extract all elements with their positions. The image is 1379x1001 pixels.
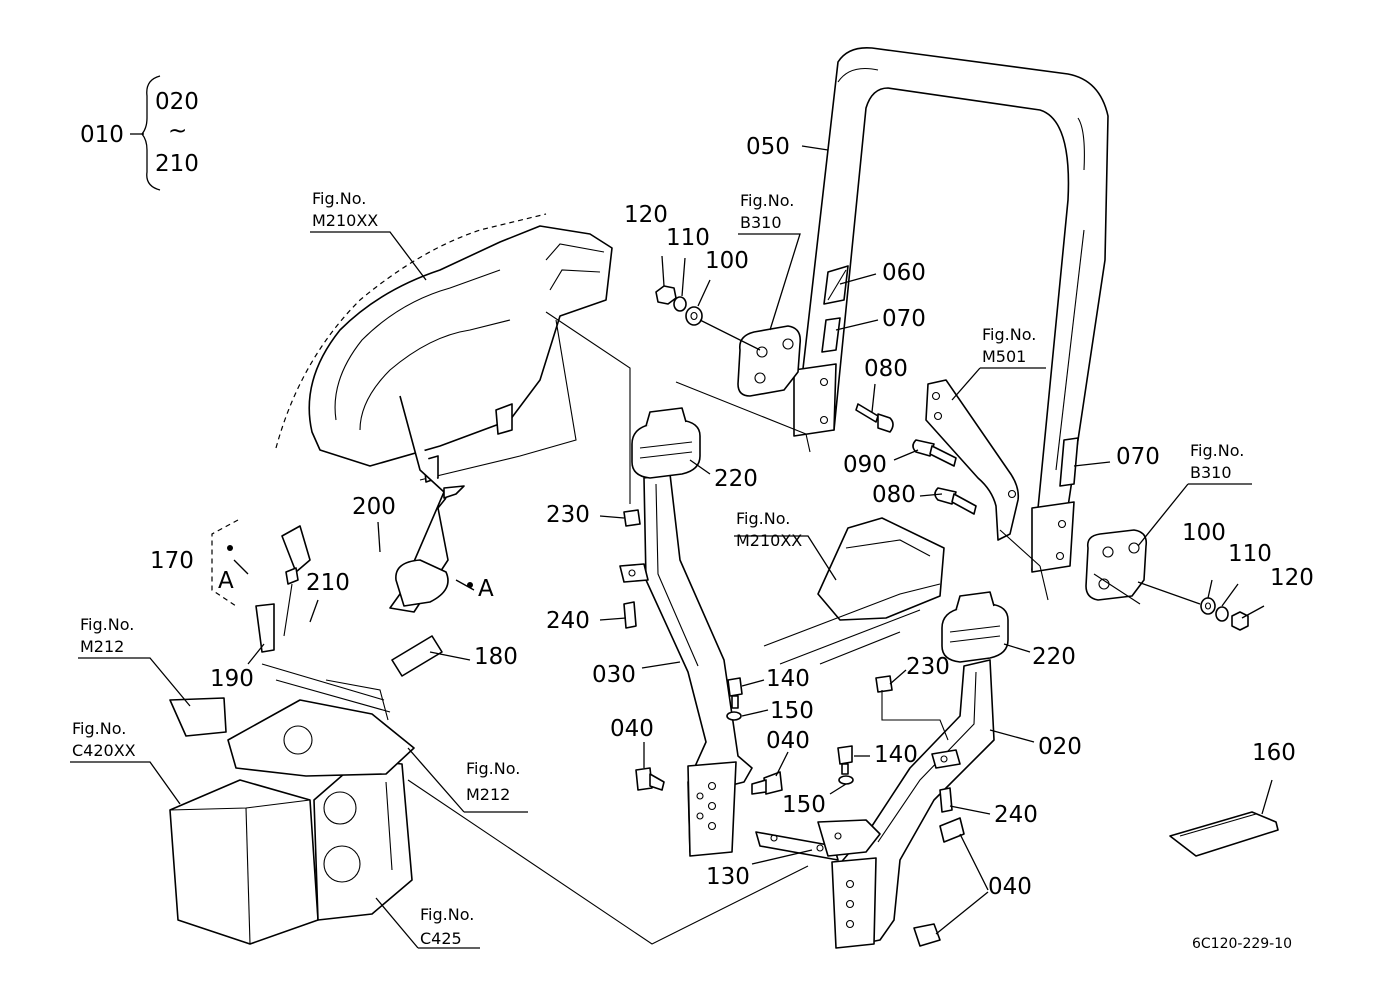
callout-220-right: 220 [1032,644,1076,670]
callout-060: 060 [882,260,926,286]
seat-frame-m210xx [275,213,613,483]
m501-bracket [925,379,1020,541]
callout-150-left: 150 [770,698,814,724]
rops-frame-050 [793,46,1109,573]
assembly-main-number: 010 [80,122,124,148]
callout-140-left: 140 [766,666,810,692]
callout-070-right: 070 [1116,444,1160,470]
b310-plate-right [1085,529,1148,601]
callout-200: 200 [352,494,396,520]
figref-m501-label: Fig.No. [982,325,1036,344]
transmission-c420xx [169,779,319,945]
callout-100-top: 100 [705,248,749,274]
figref-m212-mid-code: M212 [466,785,510,804]
callout-220-left: 220 [714,466,758,492]
callout-120-top: 120 [624,202,668,228]
bolt-080-top [855,403,894,433]
bracket-130 [755,831,839,861]
assembly-bracket: 010 020 ~ 210 [80,75,199,191]
figref-c420xx-code: C420XX [72,741,136,760]
bracket-150-right [817,819,881,857]
callout-040-left: 040 [610,716,654,742]
callout-view-a-left: A [218,568,234,594]
figref-c420xx-label: Fig.No. [72,719,126,738]
callout-160: 160 [1252,740,1296,766]
figref-c425-code: C425 [420,929,462,948]
rops-post-020 [831,659,995,949]
callout-040-mid: 040 [766,728,810,754]
callout-090: 090 [843,452,887,478]
figure-references: Fig.No. M210XX Fig.No. B310 Fig.No. M501… [72,189,1244,948]
bolt-090 [912,439,957,467]
callout-110-right: 110 [1228,541,1272,567]
callout-140-right: 140 [874,742,918,768]
b310-plate-left [737,325,802,397]
callout-120-right: 120 [1270,565,1314,591]
hardware-right [1137,581,1249,631]
rops-post-030 [619,473,753,857]
callout-240-left: 240 [546,608,590,634]
callout-230-left: 230 [546,502,590,528]
assembly-range-from: 020 [155,89,199,115]
callout-070-top: 070 [882,306,926,332]
boot-220-right [941,591,1009,663]
bolt-080-mid [934,487,977,515]
figref-m210xx-top-code: M210XX [312,211,378,230]
leader-lines [70,145,1273,949]
callout-150-right: 150 [782,792,826,818]
document-id: 6C120-229-10 [1192,936,1292,952]
assembly-range-to: 210 [155,151,199,177]
callout-view-a-right: A [478,576,494,602]
callout-numbers: 050 120 110 100 060 070 080 090 080 070 … [150,134,1314,900]
gearbox-c425 [313,759,413,921]
decal-160 [1169,811,1279,857]
callout-080-mid: 080 [872,482,916,508]
figref-m210xx-top-label: Fig.No. [312,189,366,208]
callout-210: 210 [306,570,350,596]
figref-m212-left-label: Fig.No. [80,615,134,634]
callout-040-right: 040 [988,874,1032,900]
callout-170: 170 [150,548,194,574]
figref-m501-code: M501 [982,347,1026,366]
figref-c425-label: Fig.No. [420,905,474,924]
callout-230-right: 230 [906,654,950,680]
callout-080-top: 080 [864,356,908,382]
figref-m212-mid-label: Fig.No. [466,759,520,778]
figref-m212-left-code: M212 [80,637,124,656]
figref-b310-top-code: B310 [740,213,782,232]
callout-050: 050 [746,134,790,160]
callout-130: 130 [706,864,750,890]
callout-020: 020 [1038,734,1082,760]
lever-assembly-170 [211,519,311,653]
assembly-range-separator: ~ [168,118,187,144]
callout-030: 030 [592,662,636,688]
mid-frame-m210xx [763,517,945,665]
bracket-180 [389,395,465,677]
callout-110-top: 110 [666,225,710,251]
figref-b310-right-code: B310 [1190,463,1232,482]
callout-180: 180 [474,644,518,670]
callout-240-right: 240 [994,802,1038,828]
figref-b310-top-label: Fig.No. [740,191,794,210]
figref-m210xx-mid-label: Fig.No. [736,509,790,528]
small-bolts [623,509,965,947]
figref-m210xx-mid-code: M210XX [736,531,802,550]
callout-100-right: 100 [1182,520,1226,546]
figref-b310-right-label: Fig.No. [1190,441,1244,460]
callout-190: 190 [210,666,254,692]
gear-linkage-m212 [169,663,415,777]
boot-220-left [631,407,701,479]
